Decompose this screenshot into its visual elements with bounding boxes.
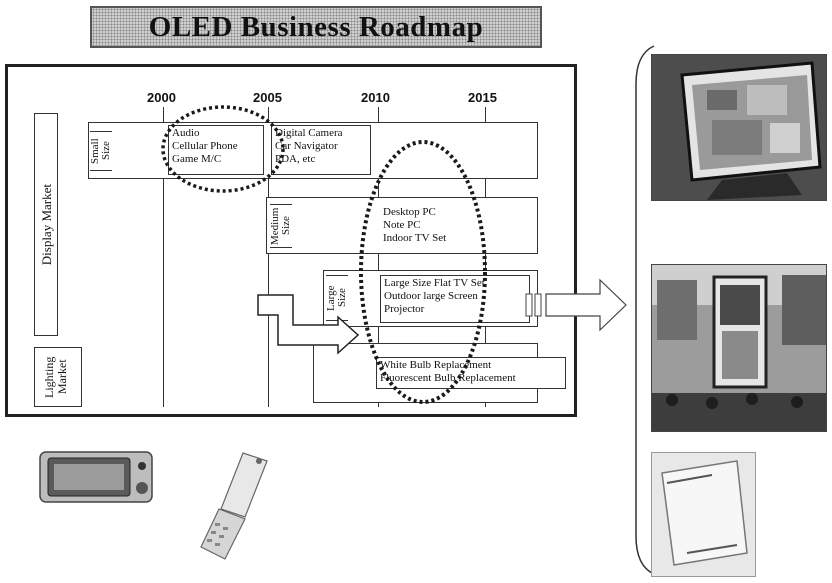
medium-size-tag: Medium Size [269,204,292,248]
block-arrow-icon [525,278,627,332]
item-indoor-tv: Indoor TV Set [383,232,447,244]
small-size-text: Small Size [89,132,112,170]
title-banner: OLED Business Roadmap [90,6,542,48]
lighting-market-label: Lighting Market [34,347,82,407]
small-early-items: Audio Cellular Phone Game M/C [168,125,264,175]
item-audio: Audio [172,127,200,139]
car-navigator-photo [39,451,153,503]
large-size-tag: Large Size [325,275,348,321]
small-size-tag: Small Size [89,131,112,171]
roadmap-frame: 2000 2005 2010 2015 Display Market Light… [5,64,577,417]
item-desktop-pc: Desktop PC [383,206,436,218]
item-cellular-phone: Cellular Phone [172,140,238,152]
display-market-text: Display Market [38,183,54,266]
large-size-text: Large Size [325,276,348,320]
item-note-pc: Note PC [383,219,421,231]
item-large-flat-tv: Large Size Flat TV Set [384,277,485,289]
outdoor-screen-photo [651,264,827,432]
monitor-photo [651,54,827,201]
display-market-label: Display Market [34,113,58,336]
medium-items: Desktop PC Note PC Indoor TV Set [380,204,480,248]
item-pda: PDA, etc [275,153,316,165]
lighting-market-text: Lighting Market [42,356,69,398]
year-label-2005: 2005 [253,90,282,105]
item-car-navigator: Car Navigator [275,140,338,152]
year-label-2010: 2010 [361,90,390,105]
item-projector: Projector [384,303,425,315]
small-later-items: Digital Camera Car Navigator PDA, etc [271,125,371,175]
item-game-mc: Game M/C [172,153,222,165]
item-digital-camera: Digital Camera [275,127,343,139]
lighting-panel-photo [651,452,756,577]
cellular-phone-photo [200,452,268,560]
medium-size-text: Medium Size [269,205,292,247]
year-line-2000 [163,107,164,407]
year-line-2005 [268,107,269,407]
item-white-bulb: White Bulb Replacement [380,359,492,371]
lighting-items: White Bulb Replacement Fluorescent Bulb … [376,357,566,389]
item-outdoor-screen: Outdoor large Screen [384,290,478,302]
item-fluorescent-bulb: Fluorescent Bulb Replacement [380,372,516,384]
page-title: OLED Business Roadmap [148,10,484,43]
photo-bracket [635,45,655,575]
year-label-2000: 2000 [147,90,176,105]
large-items: Large Size Flat TV Set Outdoor large Scr… [380,275,530,323]
year-label-2015: 2015 [468,90,497,105]
